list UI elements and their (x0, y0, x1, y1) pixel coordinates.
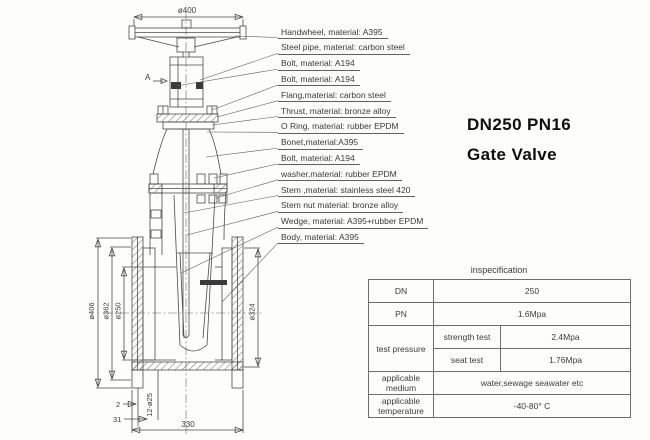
test-pressure-label-cell: test pressure (368, 325, 434, 372)
spec-row-dn: DN 250 (368, 279, 631, 303)
bolt-holes-text: 12-ø25 (145, 393, 154, 417)
medium-label-cell: applicable medium (368, 371, 434, 395)
dimension-handwheel-od: ø400 (134, 6, 243, 28)
part-label-o-ring: O Ring, material: rubber EPDM (278, 121, 404, 134)
drawing-title: DN250 PN16 Gate Valve (467, 116, 571, 164)
part-label-washer: washer,material: rubber EPDM (278, 169, 402, 182)
bottom-flange (131, 361, 244, 389)
bonnet-body-joint (148, 173, 228, 204)
spec-row-medium: applicable medium water,sewage seawater … (368, 371, 631, 395)
strength-test-label-cell: strength test (433, 325, 501, 349)
spec-row-pn: PN 1.6Mpa (368, 302, 631, 326)
seat-test-value-cell: 1.76Mpa (500, 348, 631, 372)
raised-face-text: ø324 (248, 303, 257, 320)
part-label-bonnet: Bonet,material:A395 (278, 137, 364, 150)
leader-lines (175, 35, 279, 303)
spec-section: inspecification DN 250 PN 1.6Mpa test pr… (368, 264, 631, 418)
face-to-face-text: 330 (181, 420, 195, 429)
part-label-stem: Stem ,material: stainless steel 420 (278, 185, 416, 197)
spec-row-temperature: applicable temperature -40-80° C (368, 394, 631, 418)
spec-table: DN 250 PN 1.6Mpa test pressure strength … (368, 279, 631, 418)
pn-value-cell: 1.6Mpa (433, 302, 631, 326)
temperature-value-cell: -40-80° C (433, 394, 631, 418)
part-label-bolt-1: Bolt, material: A194 (278, 58, 360, 71)
bolt-circle-text: ø362 (102, 302, 111, 319)
strength-test-value-cell: 2.4Mpa (500, 325, 631, 349)
title-product: Gate Valve (467, 145, 558, 164)
flange-thickness-text: 31 (113, 415, 121, 424)
section-marker-text: A (145, 73, 151, 82)
part-label-handwheel: Handwheel, material: A395 (278, 27, 388, 39)
handwheel-od-text: ø400 (178, 6, 197, 15)
part-label-body: Body, material: A395 (278, 232, 364, 245)
spec-table-caption: inspecification (470, 265, 528, 275)
dn-label-cell: DN (368, 279, 434, 303)
dimension-right-group: ø324 (244, 247, 260, 368)
part-label-stem-nut: Stem nut material: bronze alloy (278, 200, 404, 213)
yoke-steel-pipe (169, 52, 204, 108)
part-label-wedge: Wedge, material: A395+rubber EPDM (278, 216, 429, 229)
dn-value-cell: 250 (433, 279, 631, 303)
part-label-bolt-3: Bolt, material: A194 (278, 153, 360, 166)
spec-row-strength-test: test pressure strength test 2.4Mpa (368, 325, 631, 372)
part-label-bolt-2: Bolt, material: A194 (278, 74, 360, 87)
flange-od-text: ø406 (87, 302, 96, 319)
temperature-label-cell: applicable temperature (368, 394, 434, 418)
part-label-thrust: Thrust, material: bronze alloy (278, 106, 396, 118)
dimension-left-group: ø406 ø362 ø250 (87, 237, 142, 389)
section-marker-a: A (145, 73, 169, 85)
step-dim-text: 2 (116, 400, 120, 409)
valve-body (131, 129, 244, 371)
part-label-flange: Flang,material: carbon steel (278, 90, 391, 103)
dimension-bottom-group: 2 31 12-ø25 330 (113, 370, 243, 433)
part-label-steel-pipe: Steel pipe, material: carbon steel (278, 42, 410, 55)
pn-label-cell: PN (368, 302, 434, 326)
seat-test-label-cell: seat test (433, 348, 501, 372)
handwheel (128, 19, 247, 53)
bore-text: ø250 (114, 302, 123, 319)
bonnet-flange (156, 105, 219, 130)
title-model: DN250 PN16 (467, 115, 572, 134)
bonnet (152, 128, 222, 175)
medium-value-cell: water,sewage seawater etc (433, 371, 631, 395)
